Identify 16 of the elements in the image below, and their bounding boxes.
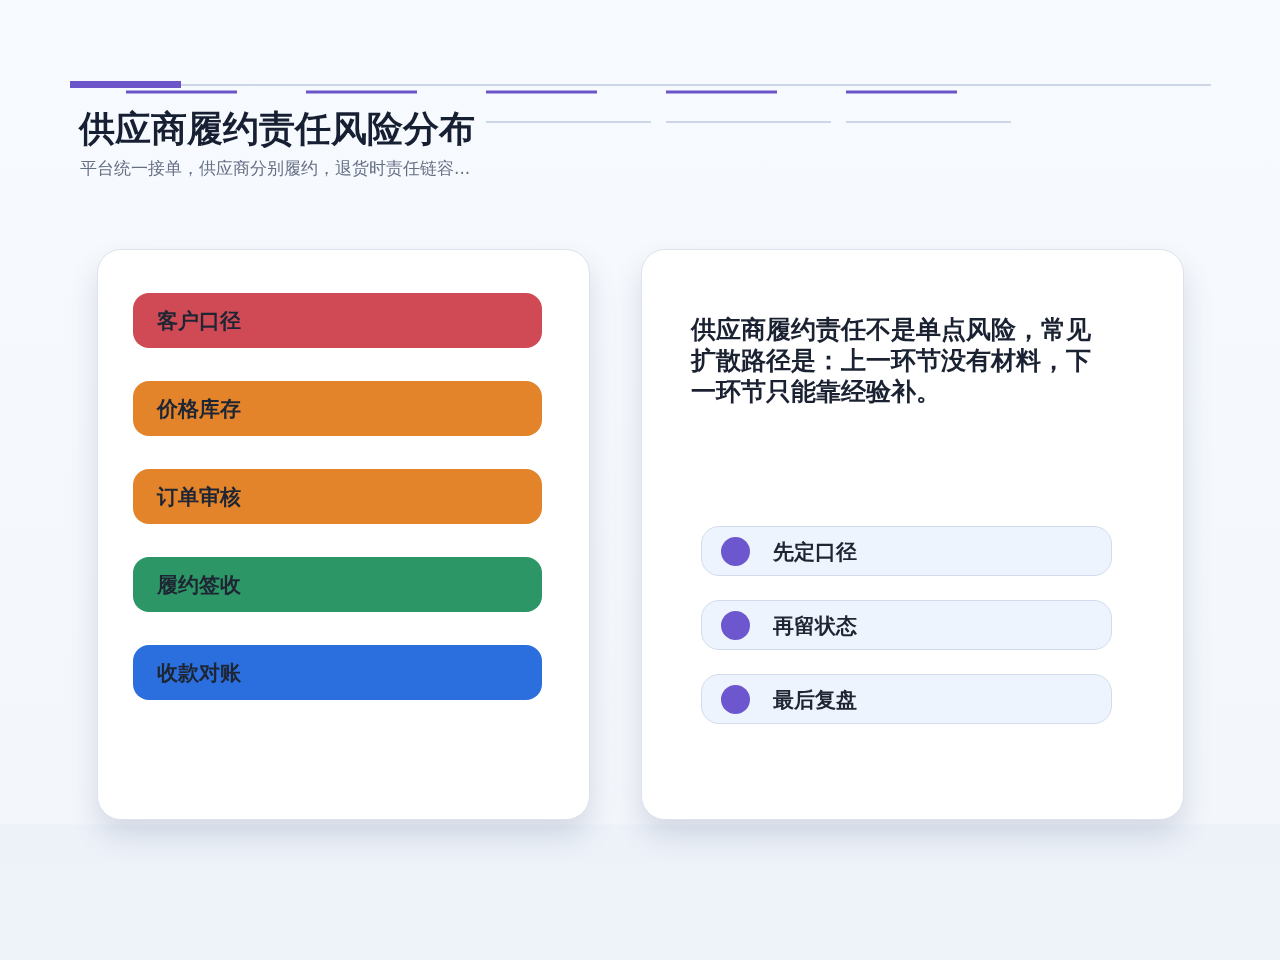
- step-label: 先定口径: [773, 539, 857, 565]
- stage-bar: 收款对账: [133, 645, 542, 700]
- stage-bar: 履约签收: [133, 557, 542, 612]
- step-pill: [701, 674, 1112, 724]
- subtitle: 平台统一接单，供应商分别履约，退货时责任链容...: [80, 157, 471, 179]
- card-panel: [641, 249, 1184, 820]
- card-panel: [97, 249, 590, 820]
- step-label: 最后复盘: [773, 687, 857, 713]
- step-pill: [701, 526, 1112, 576]
- stage-bar: 订单审核: [133, 469, 542, 524]
- page-title: 供应商履约责任风险分布: [79, 107, 475, 151]
- step-pill: [701, 600, 1112, 650]
- stage-bar: 客户口径: [133, 293, 542, 348]
- step-label: 再留状态: [773, 613, 857, 639]
- card-statement: 供应商履约责任不是单点风险，常见扩散路径是：上一环节没有材料，下一环节只能靠经验补。: [691, 314, 1092, 407]
- stage-bar: 价格库存: [133, 381, 542, 436]
